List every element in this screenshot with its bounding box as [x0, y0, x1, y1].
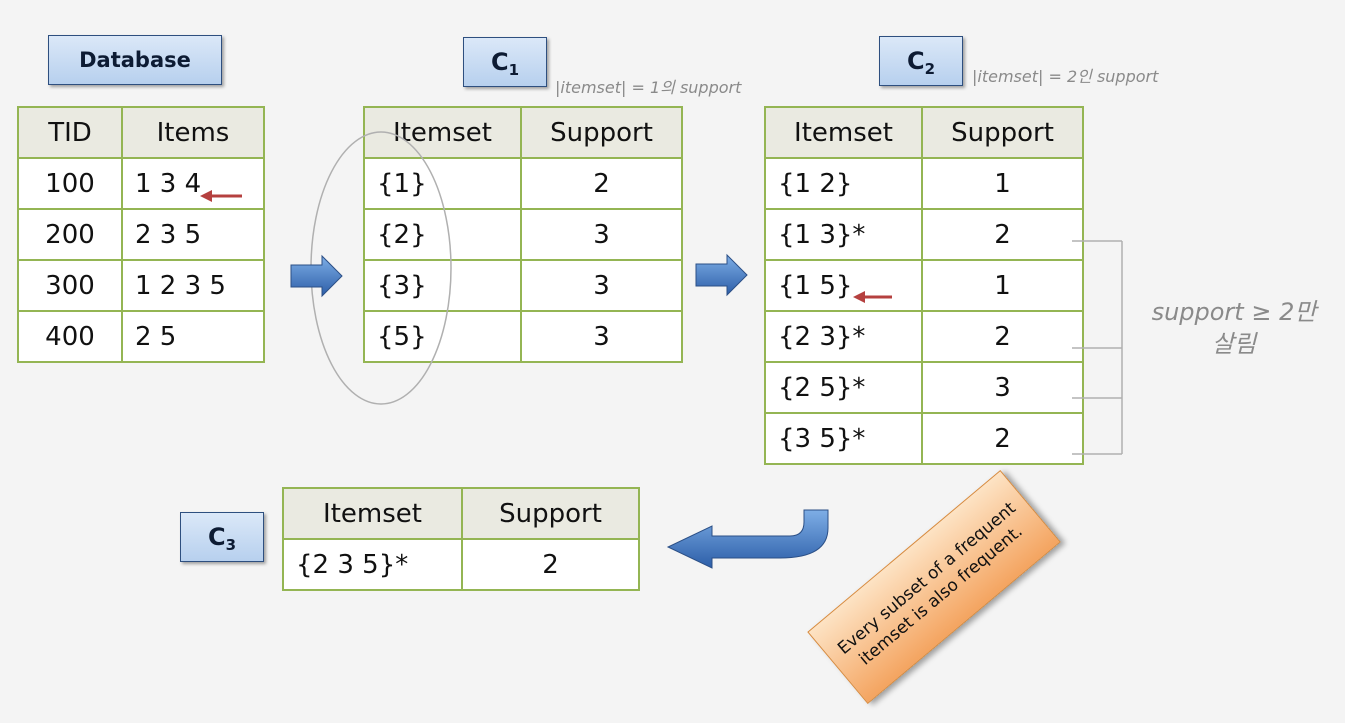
threshold-note: support ≥ 2만 살림	[1128, 296, 1340, 360]
table-header-row: Itemset Support	[764, 106, 1084, 159]
table-row: {1 5} 1	[764, 259, 1084, 312]
itemset-cell: {2 3}*	[764, 310, 923, 363]
itemset-cell: {2 5}*	[764, 361, 923, 414]
table-header-row: Itemset Support	[363, 106, 683, 159]
support-cell: 3	[520, 259, 683, 312]
itemset-cell: {3}	[363, 259, 522, 312]
items-cell: 1 2 3 5	[121, 259, 265, 312]
itemset-cell: {2}	[363, 208, 522, 261]
database-label-text: Database	[79, 48, 191, 72]
table-row: 300 1 2 3 5	[17, 259, 265, 312]
table-row: 400 2 5	[17, 310, 265, 363]
column-header: Support	[921, 106, 1084, 159]
support-cell: 3	[921, 361, 1084, 414]
support-cell: 1	[921, 259, 1084, 312]
support-cell: 2	[921, 310, 1084, 363]
itemset-cell: {1}	[363, 157, 522, 210]
tid-cell: 300	[17, 259, 123, 312]
itemset-cell: {1 3}*	[764, 208, 923, 261]
support-cell: 1	[921, 157, 1084, 210]
table-row: {1 2} 1	[764, 157, 1084, 210]
threshold-note-line2: 살림	[1211, 330, 1257, 358]
support-cell: 2	[921, 412, 1084, 465]
table-row: {1} 2	[363, 157, 683, 210]
tid-cell: 200	[17, 208, 123, 261]
table-row: {3} 3	[363, 259, 683, 312]
table-row: 100 1 3 4	[17, 157, 265, 210]
itemset-cell: {1 5}	[764, 259, 923, 312]
table-header-row: Itemset Support	[282, 487, 640, 540]
table-row: {2 5}* 3	[764, 361, 1084, 414]
itemset-cell: {3 5}*	[764, 412, 923, 465]
table-row: {2} 3	[363, 208, 683, 261]
table-row: {5} 3	[363, 310, 683, 363]
c3-label-main: C	[207, 523, 226, 551]
itemset-cell: {5}	[363, 310, 522, 363]
column-header: Support	[520, 106, 683, 159]
c1-label-main: C	[490, 48, 509, 76]
column-header: Itemset	[764, 106, 923, 159]
c2-table: Itemset Support {1 2} 1 {1 3}* 2 {1 5} 1…	[764, 106, 1084, 465]
table-row: {1 3}* 2	[764, 208, 1084, 261]
table-row: {3 5}* 2	[764, 412, 1084, 465]
table-row: 200 2 3 5	[17, 208, 265, 261]
items-cell: 1 3 4	[121, 157, 265, 210]
c3-label-sub: 3	[225, 536, 237, 554]
items-cell: 2 5	[121, 310, 265, 363]
column-header: Itemset	[282, 487, 463, 540]
table-header-row: TID Items	[17, 106, 265, 159]
c2-label-main: C	[906, 47, 925, 75]
table-row: {2 3}* 2	[764, 310, 1084, 363]
tid-cell: 100	[17, 157, 123, 210]
database-label: Database	[48, 35, 222, 85]
itemset-cell: {1 2}	[764, 157, 923, 210]
column-header: Support	[461, 487, 640, 540]
support-cell: 2	[921, 208, 1084, 261]
support-cell: 3	[520, 208, 683, 261]
database-table: TID Items 100 1 3 4 200 2 3 5 300 1 2 3 …	[17, 106, 265, 363]
c1-table: Itemset Support {1} 2 {2} 3 {3} 3 {5} 3	[363, 106, 683, 363]
support-bracket	[1072, 240, 1123, 455]
right-arrow-icon	[695, 253, 748, 297]
table-row: {2 3 5}* 2	[282, 538, 640, 591]
curved-left-arrow-icon	[666, 509, 829, 569]
tid-cell: 400	[17, 310, 123, 363]
support-cell: 2	[461, 538, 640, 591]
threshold-note-line1: support ≥ 2만	[1151, 298, 1317, 326]
right-arrow-icon	[290, 254, 343, 298]
column-header: Items	[121, 106, 265, 159]
items-cell: 2 3 5	[121, 208, 265, 261]
c3-table: Itemset Support {2 3 5}* 2	[282, 487, 640, 591]
itemset-cell: {2 3 5}*	[282, 538, 463, 591]
column-header: TID	[17, 106, 123, 159]
support-cell: 2	[520, 157, 683, 210]
red-pointer-arrow-icon	[853, 291, 892, 303]
red-pointer-arrow-icon	[200, 190, 242, 202]
c1-label-sub: 1	[508, 61, 520, 79]
support-cell: 3	[520, 310, 683, 363]
c2-label-sub: 2	[924, 60, 936, 78]
c1-note: |itemset| = 1의 support	[555, 78, 742, 97]
c2-note: |itemset| = 2인 support	[972, 67, 1159, 86]
